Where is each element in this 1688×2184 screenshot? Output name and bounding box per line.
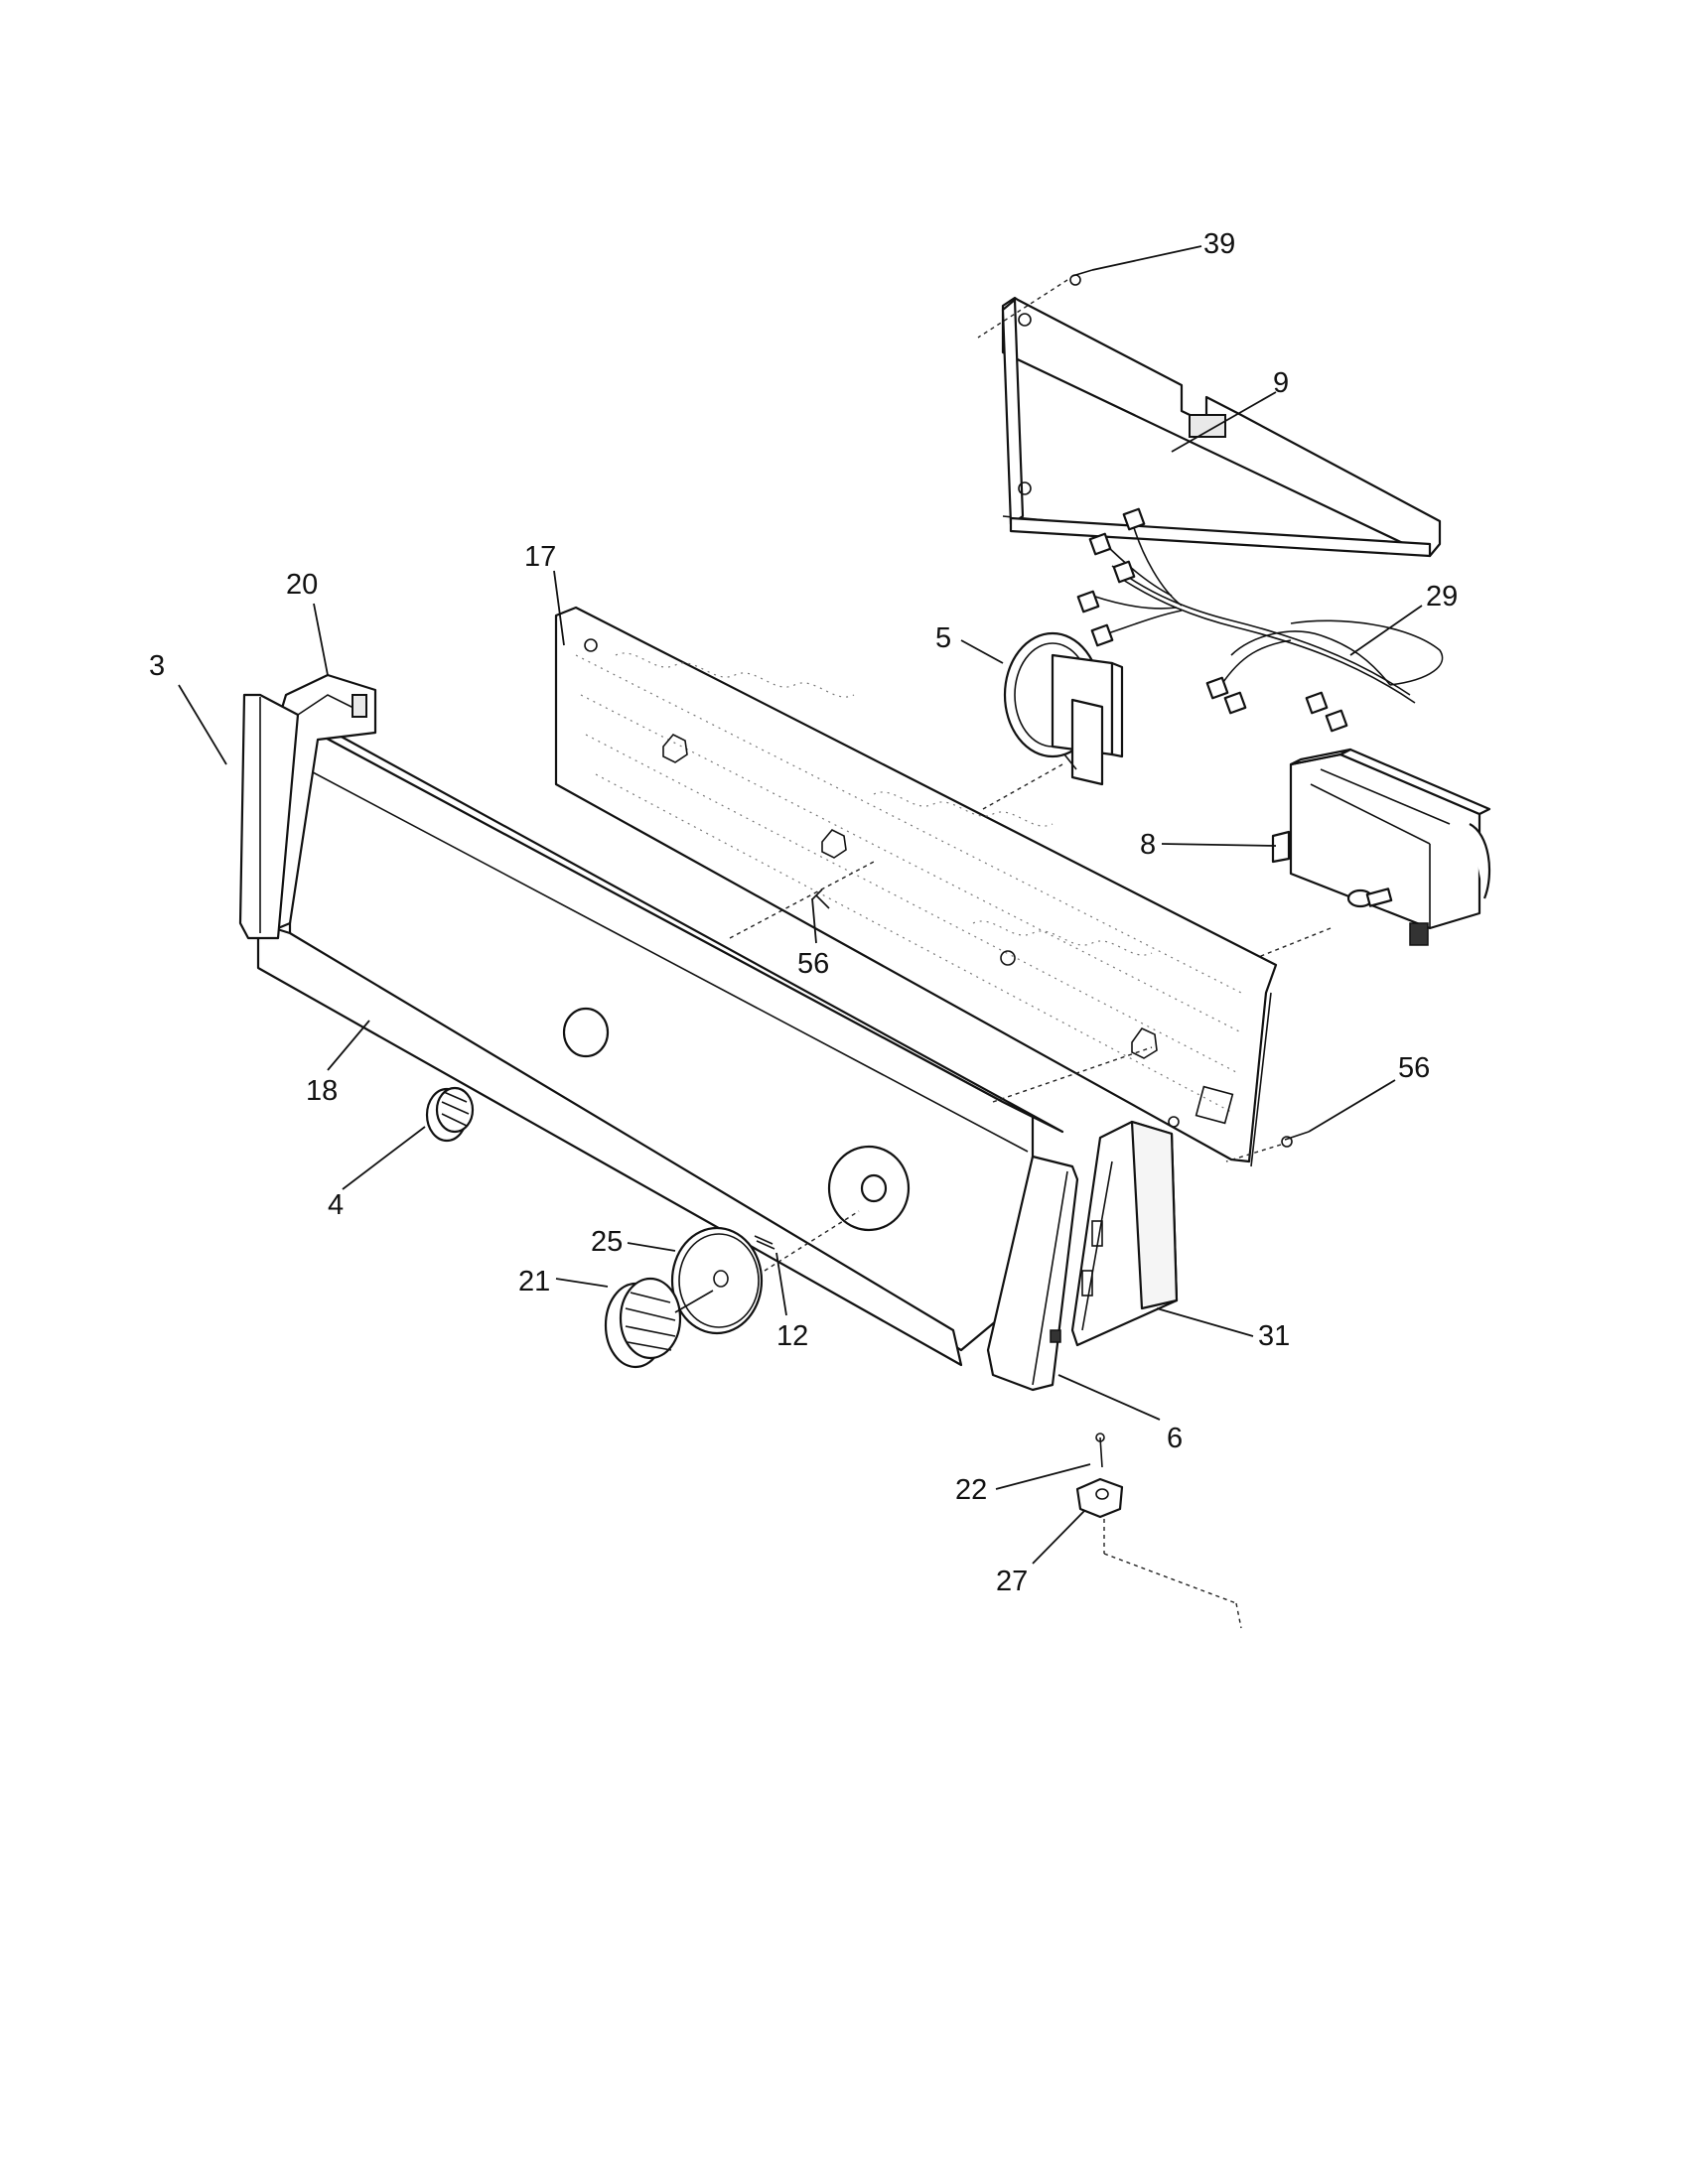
part-22-screw — [1095, 1433, 1105, 1468]
part-6-right-end-cap — [986, 1155, 1079, 1392]
callout-21: 21 — [518, 1266, 550, 1297]
part-31-right-end-housing — [1070, 1120, 1179, 1347]
part-39-screw — [977, 269, 1093, 339]
part-25-dial-skirt — [670, 1226, 764, 1335]
callout-22: 22 — [955, 1474, 987, 1506]
callout-56-right: 56 — [1398, 1052, 1430, 1084]
callout-31: 31 — [1258, 1320, 1290, 1352]
part-56-screw-b — [1225, 1131, 1310, 1162]
part-56-screw-a — [811, 888, 830, 909]
part-29-wire-harness — [1076, 507, 1444, 733]
part-8-timer — [1230, 748, 1491, 969]
callout-25: 25 — [591, 1226, 623, 1258]
callout-27: 27 — [996, 1566, 1028, 1597]
callout-18: 18 — [306, 1075, 338, 1107]
part-18-control-console — [256, 733, 1153, 1367]
callout-17: 17 — [524, 541, 556, 573]
part-21-large-knob — [604, 1277, 714, 1369]
callout-6: 6 — [1167, 1423, 1183, 1454]
callout-39: 39 — [1203, 228, 1235, 260]
part-17-rear-panel — [554, 606, 1278, 1167]
part-5-selector-switch — [982, 631, 1124, 810]
callout-3: 3 — [149, 650, 165, 682]
part-27-bracket — [1075, 1477, 1242, 1629]
callout-8: 8 — [1140, 829, 1156, 861]
callout-56-upper: 56 — [797, 948, 829, 980]
callout-5: 5 — [935, 622, 951, 654]
callout-29: 29 — [1426, 581, 1458, 613]
part-4-knob — [425, 1086, 475, 1143]
leader-lines — [178, 245, 1423, 1565]
part-3-left-end-cap — [238, 693, 300, 940]
callout-20: 20 — [286, 569, 318, 601]
callout-4: 4 — [328, 1189, 344, 1221]
callout-labels: 39 9 17 20 3 29 5 8 56 56 18 4 25 21 12 … — [149, 228, 1458, 1597]
callout-12: 12 — [776, 1320, 808, 1352]
part-9-back-panel — [1001, 296, 1442, 558]
part-12-clip — [754, 1235, 775, 1250]
callout-9: 9 — [1273, 367, 1289, 399]
